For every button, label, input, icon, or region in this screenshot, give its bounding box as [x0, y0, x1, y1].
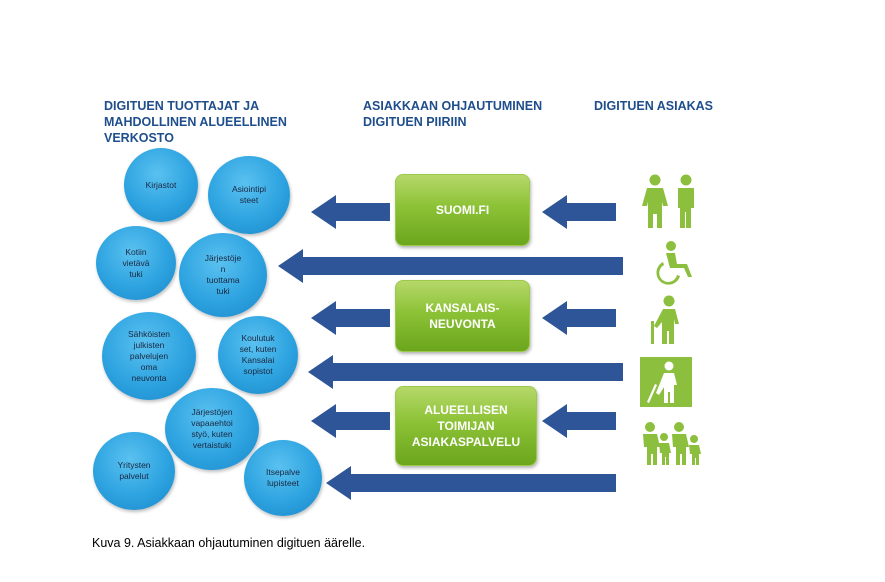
channel-kansalaisneuvonta: KANSALAIS- NEUVONTA — [395, 280, 530, 352]
producer-kotiin-vietava-tuki: Kotiin vietävä tuki — [96, 226, 176, 300]
arrow-long-row2 — [278, 249, 623, 283]
producer-asiointipisteet: Asiointipi steet — [208, 156, 290, 234]
customer-header: DIGITUEN ASIAKAS — [594, 99, 713, 113]
producer-sahkoisten-neuvonta: Sähköisten julkisten palvelujen oma neuv… — [102, 312, 196, 400]
couple-icon — [642, 174, 694, 228]
arrow-customer-to-asiakaspalvelu — [542, 404, 616, 438]
family-icon — [643, 422, 701, 465]
arrow-kansalaisneuvonta-to-producers — [311, 301, 390, 335]
elderly-person-cane-icon — [651, 295, 679, 344]
producer-itsepalvelupisteet: Itsepalve lupisteet — [244, 440, 322, 516]
producers-header: DIGITUEN TUOTTAJAT JA MAHDOLLINEN ALUEEL… — [104, 99, 287, 145]
arrow-asiakaspalvelu-to-producers — [311, 404, 390, 438]
producer-vapaaehtoistyo: Järjestöjen vapaaehtoi styö, kuten verta… — [165, 388, 259, 470]
channel-suomifi: SUOMI.FI — [395, 174, 530, 246]
guidance-header: ASIAKKAAN OHJAUTUMINEN DIGITUEN PIIRIIN — [363, 99, 543, 129]
visually-impaired-figure — [647, 361, 677, 403]
arrow-suomifi-to-producers — [311, 195, 390, 229]
figure-caption: Kuva 9. Asiakkaan ohjautuminen digituen … — [92, 536, 366, 550]
arrow-long-row4 — [308, 355, 623, 389]
channel-alueellinen-asiakaspalvelu: ALUEELLISEN TOIMIJAN ASIAKASPALVELU — [395, 386, 537, 466]
wheelchair-user-icon — [656, 241, 692, 285]
producer-koulutukset: Koulutuk set, kuten Kansalai sopistot — [218, 316, 298, 394]
producer-jarjestojen-tuki: Järjestöje n tuottama tuki — [179, 233, 267, 317]
producer-kirjastot: Kirjastot — [124, 148, 198, 222]
producer-yritysten-palvelut: Yritysten palvelut — [93, 432, 175, 510]
arrow-long-row6 — [326, 466, 616, 500]
arrow-customer-to-suomifi — [542, 195, 616, 229]
arrow-customer-to-kansalaisneuvonta — [542, 301, 616, 335]
